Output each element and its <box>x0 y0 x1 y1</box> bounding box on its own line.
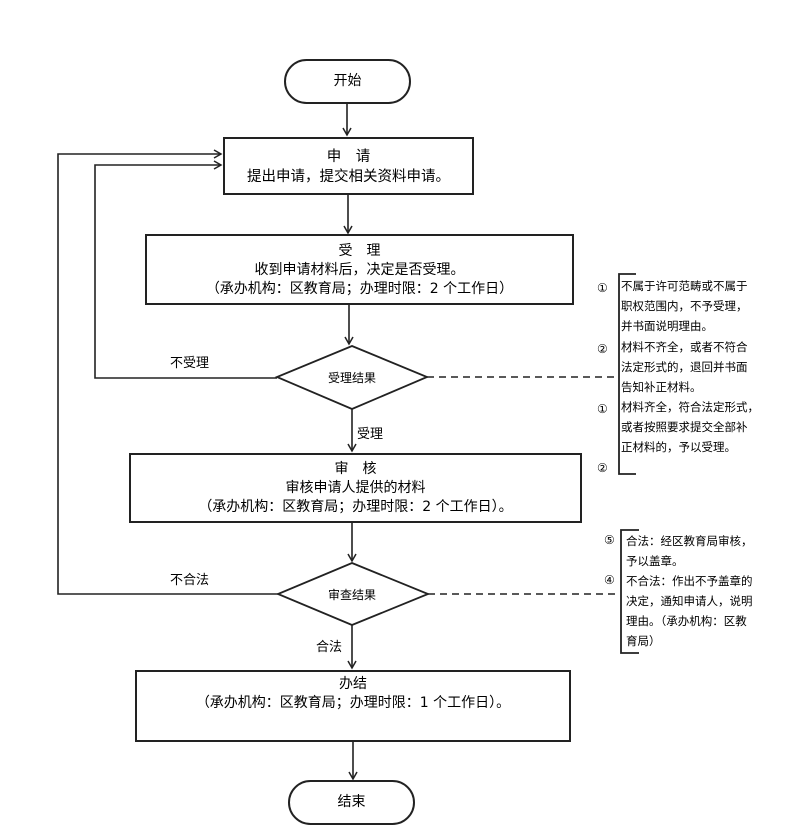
accept-description: 收到申请材料后，决定是否受理。 <box>254 262 465 278</box>
note-line: 不合法：作出不予盖章的 <box>626 574 753 588</box>
note-marker: ① <box>597 402 608 416</box>
notes-bracket-review <box>620 529 639 654</box>
decision1-reject-label: 不受理 <box>170 356 210 371</box>
decision2-pass-label: 合法 <box>316 640 343 655</box>
note-marker: ⑤ <box>604 533 615 547</box>
decision1-label: 受理结果 <box>327 371 376 385</box>
note-line: 正材料的，予以受理。 <box>621 440 736 454</box>
apply-step-box: 申 请 提出申请，提交相关资料申请。 <box>223 137 474 195</box>
accept-note-1: 不属于许可范畴或不属于 职权范围内，不予受理， 并书面说明理由。 <box>621 276 748 336</box>
note-marker: ④ <box>604 573 615 587</box>
review-title: 审 核 <box>334 461 377 477</box>
note-line: 法定形式的，退回并书面 <box>621 360 748 374</box>
accept-title: 受 理 <box>338 243 381 259</box>
loop-reject-review <box>57 149 278 595</box>
review-step-box: 审 核 审核申请人提供的材料 （承办机构：区教育局；办理时限：2 个工作日）。 <box>129 453 582 523</box>
apply-description: 提出申请，提交相关资料申请。 <box>247 169 450 185</box>
apply-title: 申 请 <box>326 149 371 165</box>
finish-step-box: 办结 （承办机构：区教育局；办理时限：1 个工作日）。 <box>135 670 571 742</box>
note-line: 材料不齐全，或者不符合 <box>621 340 748 354</box>
accept-note-2: 材料不齐全，或者不符合 法定形式的，退回并书面 告知补正材料。 <box>621 337 748 397</box>
finish-title: 办结 <box>339 676 367 692</box>
note-line: 决定，通知申请人，说明 <box>626 594 753 608</box>
note-line: 材料齐全，符合法定形式， <box>621 400 759 414</box>
note-marker: ② <box>597 461 608 475</box>
decision2-reject-label: 不合法 <box>170 573 210 588</box>
note-line: 合法：经区教育局审核， <box>626 534 753 548</box>
notes-bracket-accept <box>618 273 636 475</box>
note-marker: ① <box>597 281 608 295</box>
accept-meta: （承办机构：区教育局；办理时限：2 个工作日） <box>205 281 514 297</box>
decision1-pass-label: 受理 <box>357 427 384 442</box>
accept-step-box: 受 理 收到申请材料后，决定是否受理。 （承办机构：区教育局；办理时限：2 个工… <box>145 234 574 305</box>
accept-note-3: 材料齐全，符合法定形式， 或者按照要求提交全部补 正材料的，予以受理。 <box>621 397 759 457</box>
note-marker: ② <box>597 342 608 356</box>
decision2-label: 审查结果 <box>327 588 376 602</box>
note-line: 职权范围内，不予受理， <box>621 299 748 313</box>
review-meta: （承办机构：区教育局；办理时限：2 个工作日）。 <box>198 499 513 515</box>
review-note-2: 不合法：作出不予盖章的 决定，通知申请人，说明 理由。（承办机构：区教 育局） <box>626 571 753 651</box>
review-note-1: 合法：经区教育局审核， 予以盖章。 <box>626 531 753 571</box>
finish-meta: （承办机构：区教育局；办理时限：1 个工作日）。 <box>195 695 511 711</box>
note-line: 育局） <box>626 634 661 648</box>
loop-reject-accept <box>94 160 277 379</box>
end-terminal: 结束 <box>288 780 415 825</box>
note-line: 理由。（承办机构：区教 <box>626 614 747 628</box>
note-line: 或者按照要求提交全部补 <box>621 420 748 434</box>
note-line: 并书面说明理由。 <box>621 319 713 333</box>
start-label: 开始 <box>333 73 362 89</box>
note-line: 不属于许可范畴或不属于 <box>621 279 748 293</box>
note-line: 告知补正材料。 <box>621 380 702 394</box>
end-label: 结束 <box>337 794 366 810</box>
note-line: 予以盖章。 <box>626 554 684 568</box>
review-description: 审核申请人提供的材料 <box>285 480 426 496</box>
start-terminal: 开始 <box>284 59 411 104</box>
